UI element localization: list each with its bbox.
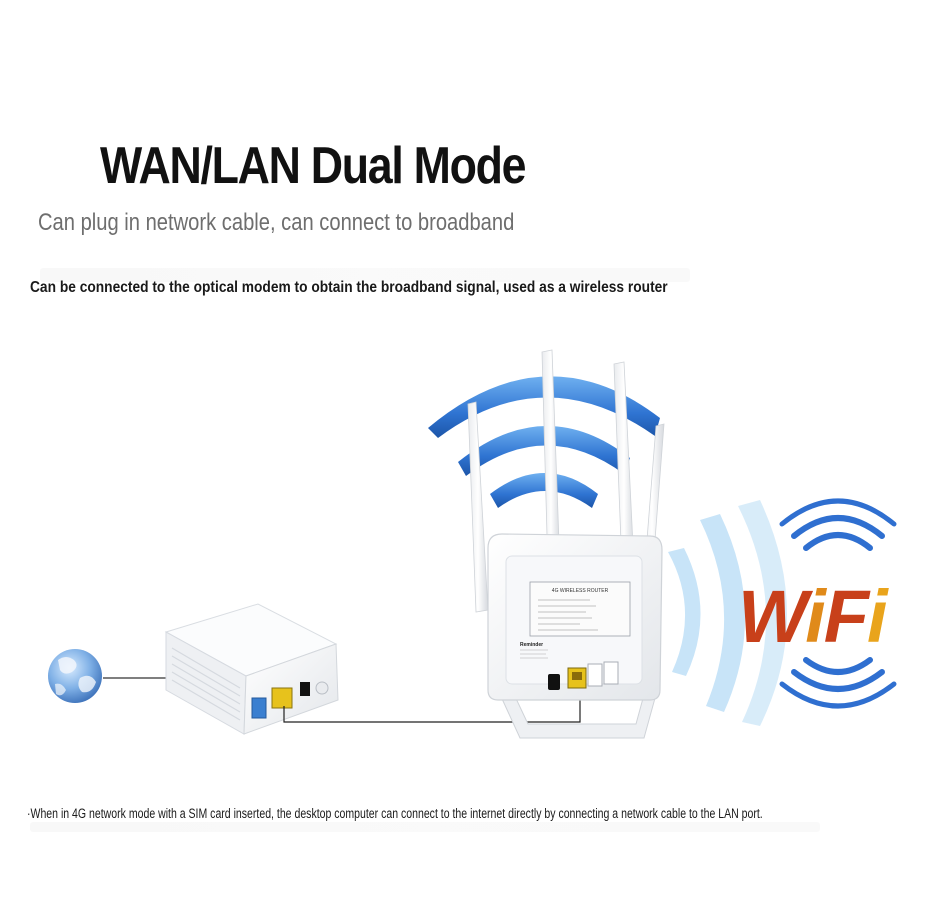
wifi-logo-letter: W — [738, 575, 814, 658]
router-port — [587, 663, 603, 687]
signal-side-waves — [668, 500, 787, 726]
optical-modem-note: Can be connected to the optical modem to… — [30, 279, 668, 296]
wifi-logo-letter: i — [867, 575, 889, 658]
wan-port — [251, 697, 267, 719]
router-antenna — [467, 401, 489, 613]
page-subtitle: Can plug in network cable, can connect t… — [38, 209, 515, 236]
modem-power-button — [315, 681, 329, 695]
wifi-logo-text: WiFi — [738, 575, 889, 658]
lte-router: 4G WIRELESS ROUTER Reminder — [467, 349, 665, 739]
router-label-sticker — [529, 581, 631, 637]
router-label-title: 4G WIRELESS ROUTER — [552, 588, 609, 594]
modem-lan-port — [271, 687, 293, 709]
page-title: WAN/LAN Dual Mode — [100, 137, 527, 195]
internet-globe-icon — [48, 649, 102, 703]
cable-modem-to-router — [283, 688, 581, 723]
wifi-logo-letter: F — [824, 575, 871, 658]
lan-port-note: ·When in 4G network mode with a SIM card… — [27, 806, 763, 821]
optical-modem — [164, 603, 339, 735]
router-power-port — [548, 674, 560, 690]
router-port — [603, 661, 619, 685]
wifi-logo: WiFi — [738, 498, 897, 709]
router-reminder-label: Reminder — [520, 642, 543, 648]
faded-text-band-bottom — [30, 822, 820, 832]
faded-text-band-top — [40, 268, 690, 282]
modem-power-port — [300, 682, 310, 696]
wifi-signal-arcs — [428, 376, 660, 508]
